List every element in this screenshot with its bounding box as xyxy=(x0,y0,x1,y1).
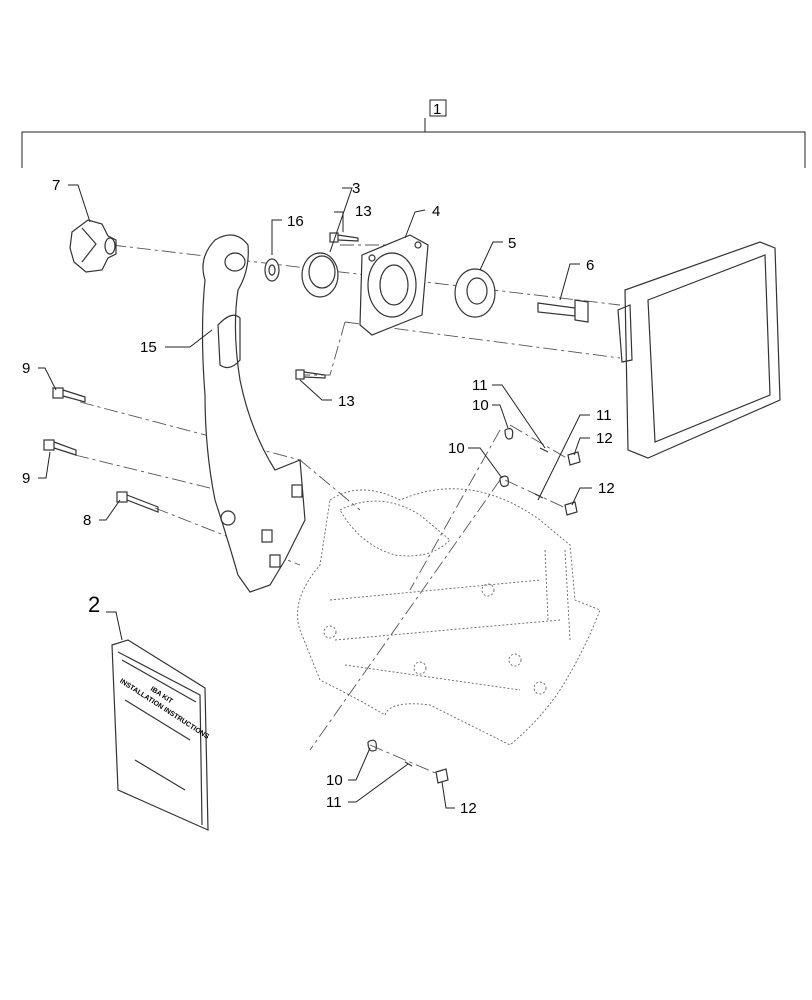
screw-lower xyxy=(295,369,326,380)
vehicle-frame-phantom xyxy=(297,488,601,746)
callout-10-a: 10 xyxy=(472,397,489,414)
bolt-8 xyxy=(116,491,159,513)
callout-12-b: 12 xyxy=(598,480,615,497)
kit-label: 1 xyxy=(433,101,441,118)
grommet xyxy=(454,268,496,318)
mounting-plate xyxy=(359,234,429,336)
screw-upper xyxy=(329,232,359,243)
kit-bracket: 1 xyxy=(21,99,806,168)
callout-11-a: 11 xyxy=(472,377,488,394)
leader-lines xyxy=(38,184,592,809)
installation-manual: IBA KIT INSTALLATION INSTRUCTIONS xyxy=(111,639,210,831)
callout-9-lower: 9 xyxy=(22,470,30,487)
display-monitor xyxy=(617,241,781,459)
bolt xyxy=(537,299,589,323)
clip-lower xyxy=(367,739,449,784)
callout-10-c: 10 xyxy=(326,772,343,789)
callout-7: 7 xyxy=(52,177,60,194)
callout-8: 8 xyxy=(83,512,91,529)
clip-upper xyxy=(504,428,581,466)
callout-2: 2 xyxy=(88,592,100,617)
star-knob xyxy=(69,219,117,273)
callout-9-upper: 9 xyxy=(22,360,30,377)
callout-15: 15 xyxy=(140,339,157,356)
clip-middle xyxy=(499,475,578,516)
callout-11-c: 11 xyxy=(326,794,342,811)
callout-13-lower: 13 xyxy=(338,393,355,410)
callout-10-b: 10 xyxy=(448,440,465,457)
retainer-ring xyxy=(301,252,339,298)
washer xyxy=(264,258,280,282)
callout-6: 6 xyxy=(586,257,594,274)
bolt-9-upper xyxy=(52,387,86,403)
callout-12-a: 12 xyxy=(596,430,613,447)
callout-11-b: 11 xyxy=(596,407,612,424)
callout-3: 3 xyxy=(352,180,360,197)
mount-arm xyxy=(201,234,306,593)
callout-12-c: 12 xyxy=(460,800,477,817)
callout-4: 4 xyxy=(432,203,440,220)
callout-16: 16 xyxy=(287,213,304,230)
callout-13-upper: 13 xyxy=(355,203,372,220)
callout-5: 5 xyxy=(508,235,516,252)
bolt-9-lower xyxy=(43,439,77,456)
